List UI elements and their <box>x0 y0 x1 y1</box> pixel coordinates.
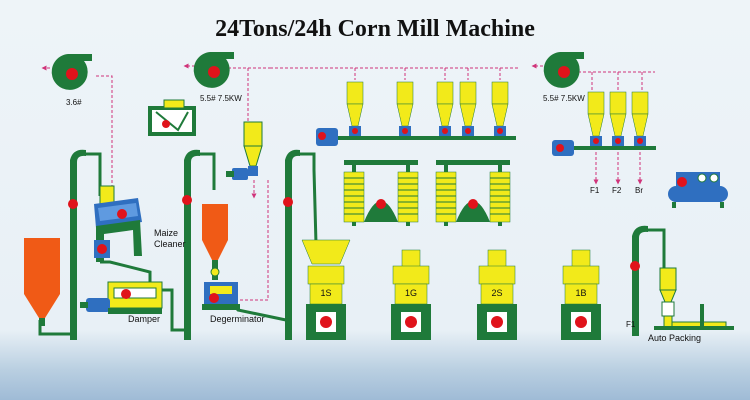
roller-mills <box>301 239 601 340</box>
airlock-conveyor-right <box>552 140 656 156</box>
auto-packing-label: Auto Packing <box>648 333 702 343</box>
damper-machine <box>80 281 163 314</box>
raw-grain-silo <box>24 238 60 326</box>
cyclone-middle-3 <box>436 81 454 136</box>
cyclone-group-middle <box>346 81 509 136</box>
fan-left-label: 3.6# <box>66 98 82 107</box>
fan-3-6 <box>51 54 92 90</box>
intake-hopper <box>148 99 196 136</box>
outlet-label-f2: F2 <box>612 186 622 195</box>
cyclone-middle-5 <box>491 81 509 136</box>
fan-5-5-left <box>193 52 234 88</box>
roller-mill-1s <box>301 239 351 340</box>
degerminator-machine <box>202 282 240 310</box>
maize-cleaner <box>94 185 142 262</box>
cyclone-degerminator <box>226 121 263 180</box>
fan-right-label: 5.5# 7.5KW <box>543 94 585 103</box>
fan-mid-label: 5.5# 7.5KW <box>200 94 242 103</box>
outlet-label-br: Br <box>635 186 643 195</box>
cyclone-right-1 <box>587 91 605 146</box>
outlet-label-f1: F1 <box>590 186 600 195</box>
cyclone-middle-2 <box>396 81 414 136</box>
bucket-elevator-1 <box>68 149 86 340</box>
cyclone-middle-4 <box>459 81 477 136</box>
bucket-elevator-2 <box>182 149 200 340</box>
roller-mill-1b <box>561 249 601 340</box>
cyclone-right-2 <box>609 91 627 146</box>
air-compressor <box>668 172 728 208</box>
fan-5-5-right <box>543 52 584 88</box>
bucket-elevator-3 <box>283 149 300 340</box>
degerminator-label: Degerminator <box>210 314 265 324</box>
packing-f1-label: F1 <box>626 320 636 329</box>
auto-packing-machine <box>654 267 734 330</box>
roller-mill-1g <box>391 249 431 340</box>
mill-label-1s: 1S <box>320 288 332 298</box>
mill-label-1g: 1G <box>404 288 417 298</box>
cyclone-middle-1 <box>346 81 364 136</box>
cyclone-right-3 <box>631 91 649 146</box>
roller-mill-2s <box>477 249 517 340</box>
damper-label: Damper <box>128 314 161 324</box>
tempering-silo <box>202 204 228 280</box>
cyclone-group-right <box>587 91 649 146</box>
mill-label-1b: 1B <box>575 288 587 298</box>
bucket-elevator-4 <box>630 225 648 336</box>
diagram-title: 24Tons/24h Corn Mill Machine <box>215 16 535 42</box>
mill-label-2s: 2S <box>491 288 503 298</box>
plansifter-left <box>343 160 419 226</box>
maize-cleaner-label: Maize Cleaner <box>154 228 186 249</box>
plansifter-right <box>435 160 511 226</box>
airlock-conveyor-middle <box>316 128 516 146</box>
